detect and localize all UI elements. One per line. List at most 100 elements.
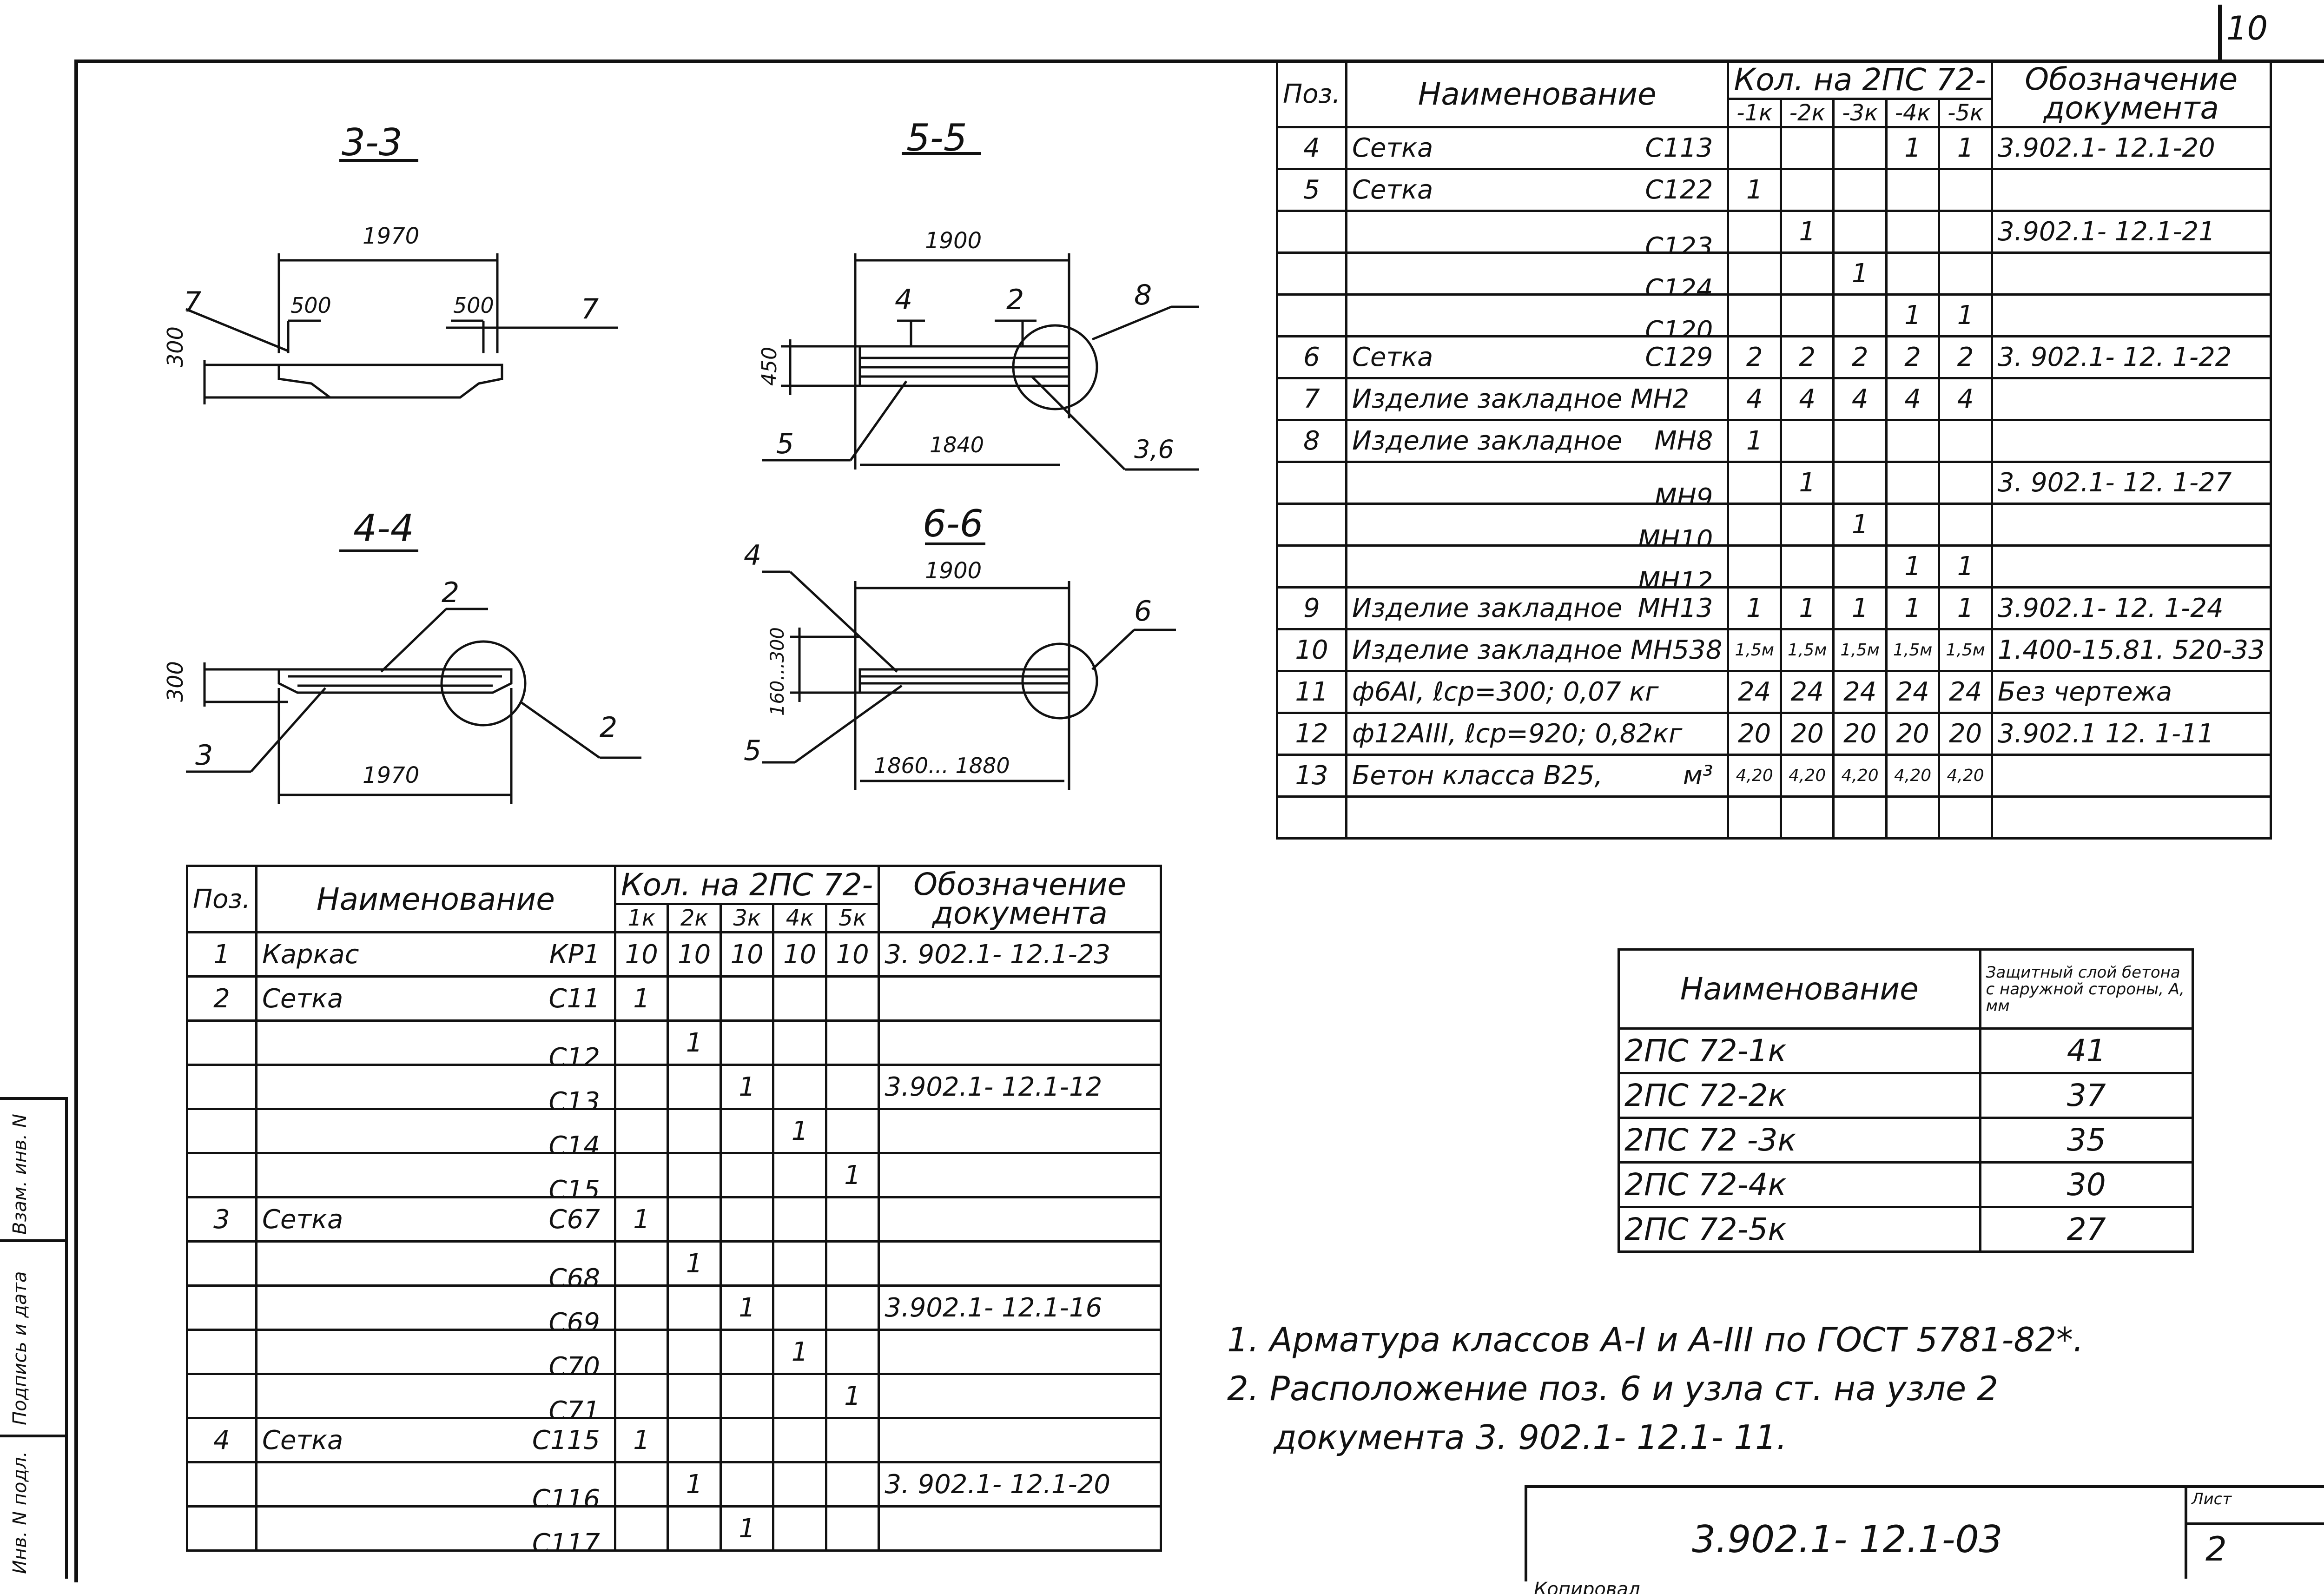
- cell-qty: 4: [1832, 377, 1888, 421]
- cell-qty: [1832, 126, 1888, 170]
- cell-qty: [772, 1461, 827, 1508]
- cell-doc: [1990, 377, 2272, 421]
- cell-qty: 20: [1938, 712, 1993, 756]
- cell-name-text: Каркас: [262, 939, 359, 970]
- cell-mark: С113: [1645, 133, 1713, 163]
- cell-mark: С115: [532, 1425, 600, 1455]
- cover-name: 2ПС 72-5к: [1618, 1206, 1981, 1253]
- cell-doc: [878, 1108, 1162, 1154]
- cell-qty: [1885, 168, 1941, 212]
- cover-layer-table: Наименование Защитный слой бетона с нару…: [1618, 948, 2194, 1253]
- cover-name: 2ПС 72 -3к: [1618, 1117, 1981, 1164]
- cell-qty: [825, 1461, 880, 1508]
- cell-name-text: Сетка: [262, 1425, 343, 1455]
- th-qty-col: -5к: [1938, 98, 1993, 128]
- cell-name: С69: [255, 1284, 616, 1331]
- cell-qty: [772, 1373, 827, 1419]
- cell-qty: 10: [719, 931, 775, 978]
- cell-qty: [1832, 795, 1888, 840]
- cell-qty: 24: [1885, 670, 1941, 714]
- cell-pos: [186, 1019, 257, 1066]
- section-5-5-drawing: [762, 152, 1199, 471]
- cell-qty: [667, 975, 722, 1022]
- cell-qty: [719, 1461, 775, 1508]
- cell-doc: [878, 1152, 1162, 1198]
- cell-doc: 3. 902.1- 12. 1-22: [1990, 335, 2272, 379]
- cell-qty: 1: [1832, 503, 1888, 547]
- cell-qty: [1727, 544, 1782, 589]
- cell-doc: 3. 902.1- 12. 1-27: [1990, 461, 2272, 505]
- pos-4-4-c: 3: [195, 739, 213, 772]
- cover-value: 37: [1979, 1072, 2194, 1119]
- cell-name: С116: [255, 1461, 616, 1508]
- th-cover-layer: Защитный слой бетона с наружной стороны,…: [1979, 948, 2194, 1030]
- spec-table-right: Поз. Наименование Кол. на 2ПС 72- Обозна…: [1276, 60, 2272, 840]
- th-qty-col: 3к: [719, 903, 775, 933]
- cell-qty: 24: [1727, 670, 1782, 714]
- cell-qty: [772, 1196, 827, 1243]
- th-qty-col: -3к: [1832, 98, 1888, 128]
- cell-qty: 4: [1938, 377, 1993, 421]
- cell-name-text: Бетон класса В25,: [1352, 761, 1603, 791]
- cell-qty: 1: [1727, 168, 1782, 212]
- cell-mark: С70: [548, 1352, 600, 1374]
- cell-doc: [1990, 251, 2272, 296]
- pos-5-5-e: 3,6: [1134, 435, 1174, 464]
- cell-mark: С13: [548, 1087, 600, 1109]
- cell-qty: 1: [1885, 544, 1941, 589]
- cell-qty: [614, 1505, 669, 1552]
- pos-4-4-a: 2: [442, 576, 460, 609]
- cell-pos: [1276, 251, 1347, 296]
- cell-qty: [614, 1064, 669, 1110]
- cell-pos: 8: [1276, 419, 1347, 463]
- cell-pos: [186, 1505, 257, 1552]
- cell-mark: С122: [1645, 175, 1713, 205]
- section-5-5-title: 5-5: [906, 116, 967, 159]
- cell-qty: [1779, 419, 1835, 463]
- cell-qty: 1: [825, 1373, 880, 1419]
- cell-mark: КР1: [549, 939, 600, 970]
- cell-mark: С67: [548, 1204, 600, 1235]
- cell-qty: 1,5м: [1938, 628, 1993, 672]
- cell-mark: С11: [548, 983, 600, 1014]
- cell-qty: 2: [1938, 335, 1993, 379]
- cell-qty: 1: [719, 1284, 775, 1331]
- cell-qty: [825, 1284, 880, 1331]
- cell-qty: [1938, 461, 1993, 505]
- cell-name-text: Сетка: [262, 1204, 343, 1235]
- note-2: 2. Расположение поз. 6 и узла ст. на узл…: [1227, 1369, 1998, 1408]
- th-qty-col: 5к: [825, 903, 880, 933]
- cell-name: Сетка С67: [255, 1196, 616, 1243]
- th-doc: Обозначение документа: [878, 865, 1162, 933]
- bottom-cut-text: Копировал: [1534, 1579, 1640, 1594]
- cell-qty: [667, 1284, 722, 1331]
- cell-qty: 1: [614, 1417, 669, 1463]
- cell-name: С124: [1345, 251, 1730, 296]
- cell-qty: [1727, 795, 1782, 840]
- pos-3-3-left: 7: [184, 286, 202, 318]
- cell-name: Каркас КР1: [255, 931, 616, 978]
- cell-qty: [1779, 544, 1835, 589]
- cell-qty: [825, 1329, 880, 1375]
- cell-qty: [772, 1064, 827, 1110]
- cell-pos: 1: [186, 931, 257, 978]
- cell-pos: [1276, 461, 1347, 505]
- cell-qty: [1938, 210, 1993, 254]
- cell-qty: [1727, 293, 1782, 337]
- cell-pos: 2: [186, 975, 257, 1022]
- cell-qty: [772, 1284, 827, 1331]
- cell-mark: С68: [548, 1263, 600, 1286]
- cell-doc: 3. 902.1- 12.1-20: [878, 1461, 1162, 1508]
- dim-6-6-bottom: 1860... 1880: [874, 753, 1010, 778]
- cell-qty: [667, 1064, 722, 1110]
- cell-name: С12: [255, 1019, 616, 1066]
